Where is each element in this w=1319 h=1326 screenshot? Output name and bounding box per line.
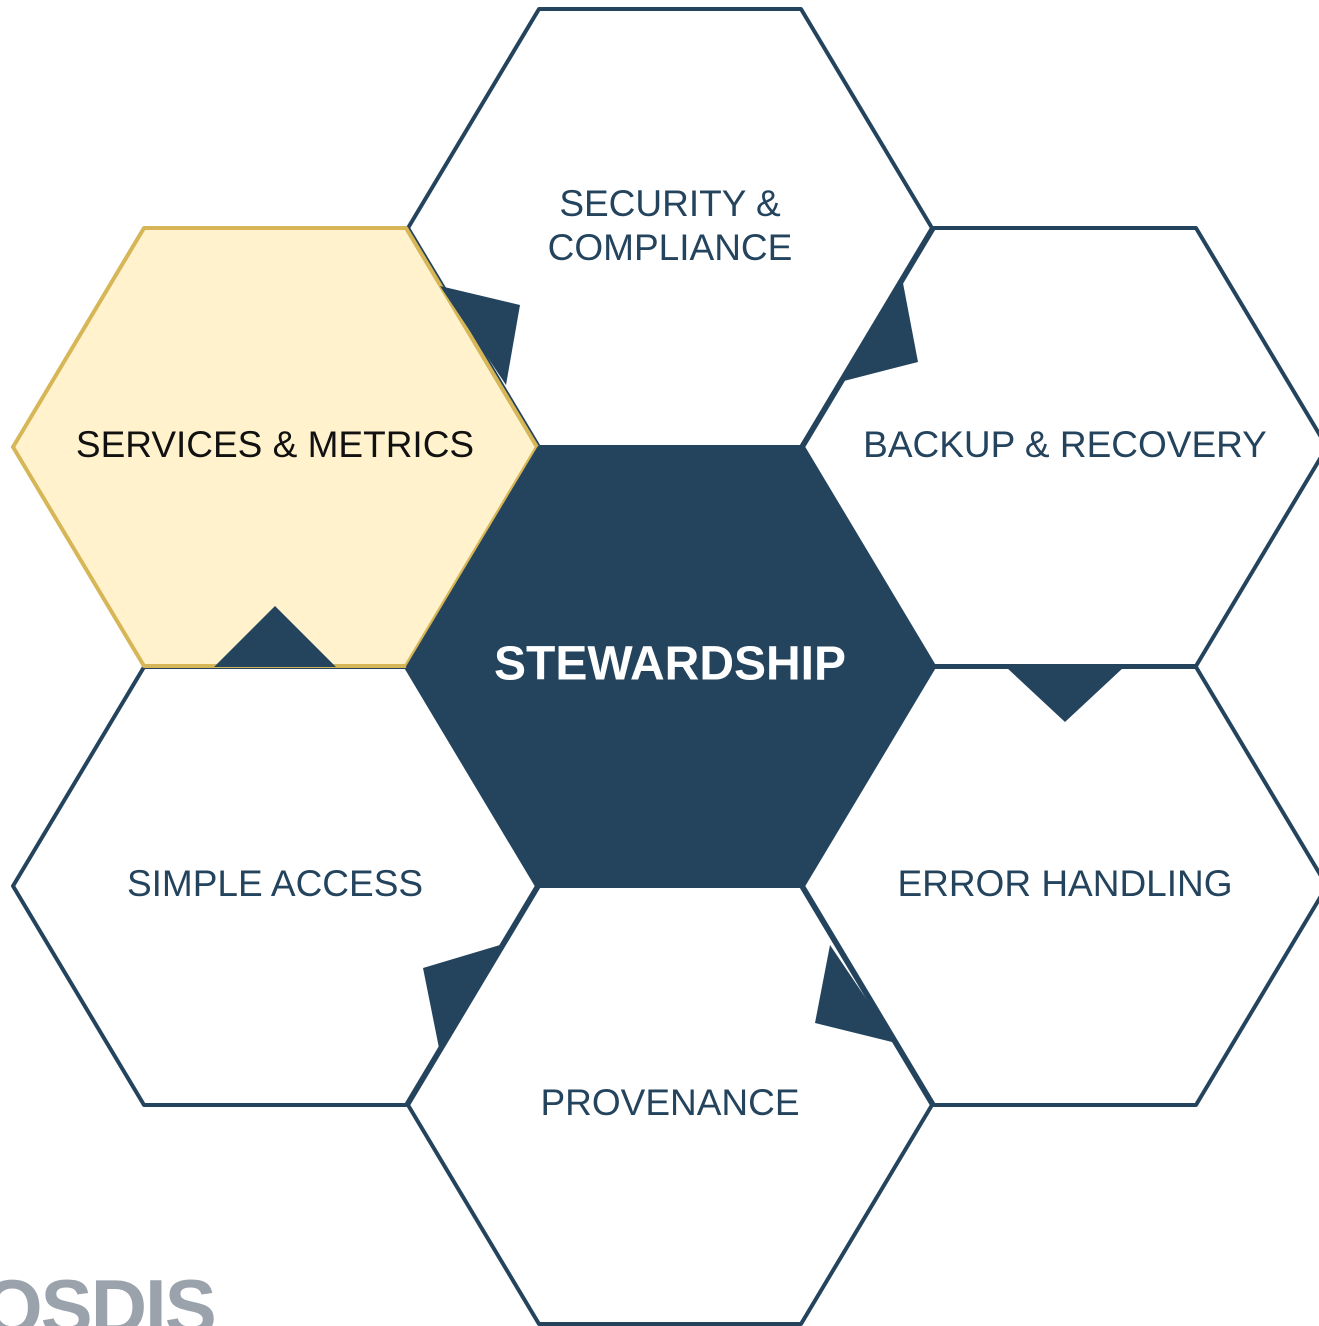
hexagon-label-error: ERROR HANDLING [897, 863, 1232, 904]
label-layer: SECURITY &COMPLIANCE BACKUP & RECOVERY ERR… [76, 183, 1267, 1123]
center-label: STEWARDSHIP [494, 638, 846, 691]
arrow-security-to-backup [840, 283, 918, 382]
hexagon-layer [11, 7, 1319, 1326]
hexagon-label-provenance: PROVENANCE [540, 1082, 799, 1123]
logo-text: OSDIS [0, 1263, 217, 1326]
hexagon-label-access: SIMPLE ACCESS [127, 863, 423, 904]
hexagon-label-security: COMPLIANCE [548, 227, 793, 268]
hexagon-label-security: SECURITY & [559, 183, 781, 224]
arrow-error-to-provenance [815, 945, 896, 1043]
arrow-provenance-to-access [423, 945, 500, 1048]
hexagon-services [11, 226, 539, 668]
arrow-layer [214, 283, 1124, 1048]
hexagon-label-services: SERVICES & METRICS [76, 424, 474, 465]
arrow-access-to-services [214, 606, 336, 667]
arrow-backup-to-error [1006, 667, 1124, 722]
hexagon-center [406, 446, 934, 888]
hexagon-label-backup: BACKUP & RECOVERY [863, 424, 1267, 465]
arrow-services-to-security [440, 286, 520, 385]
